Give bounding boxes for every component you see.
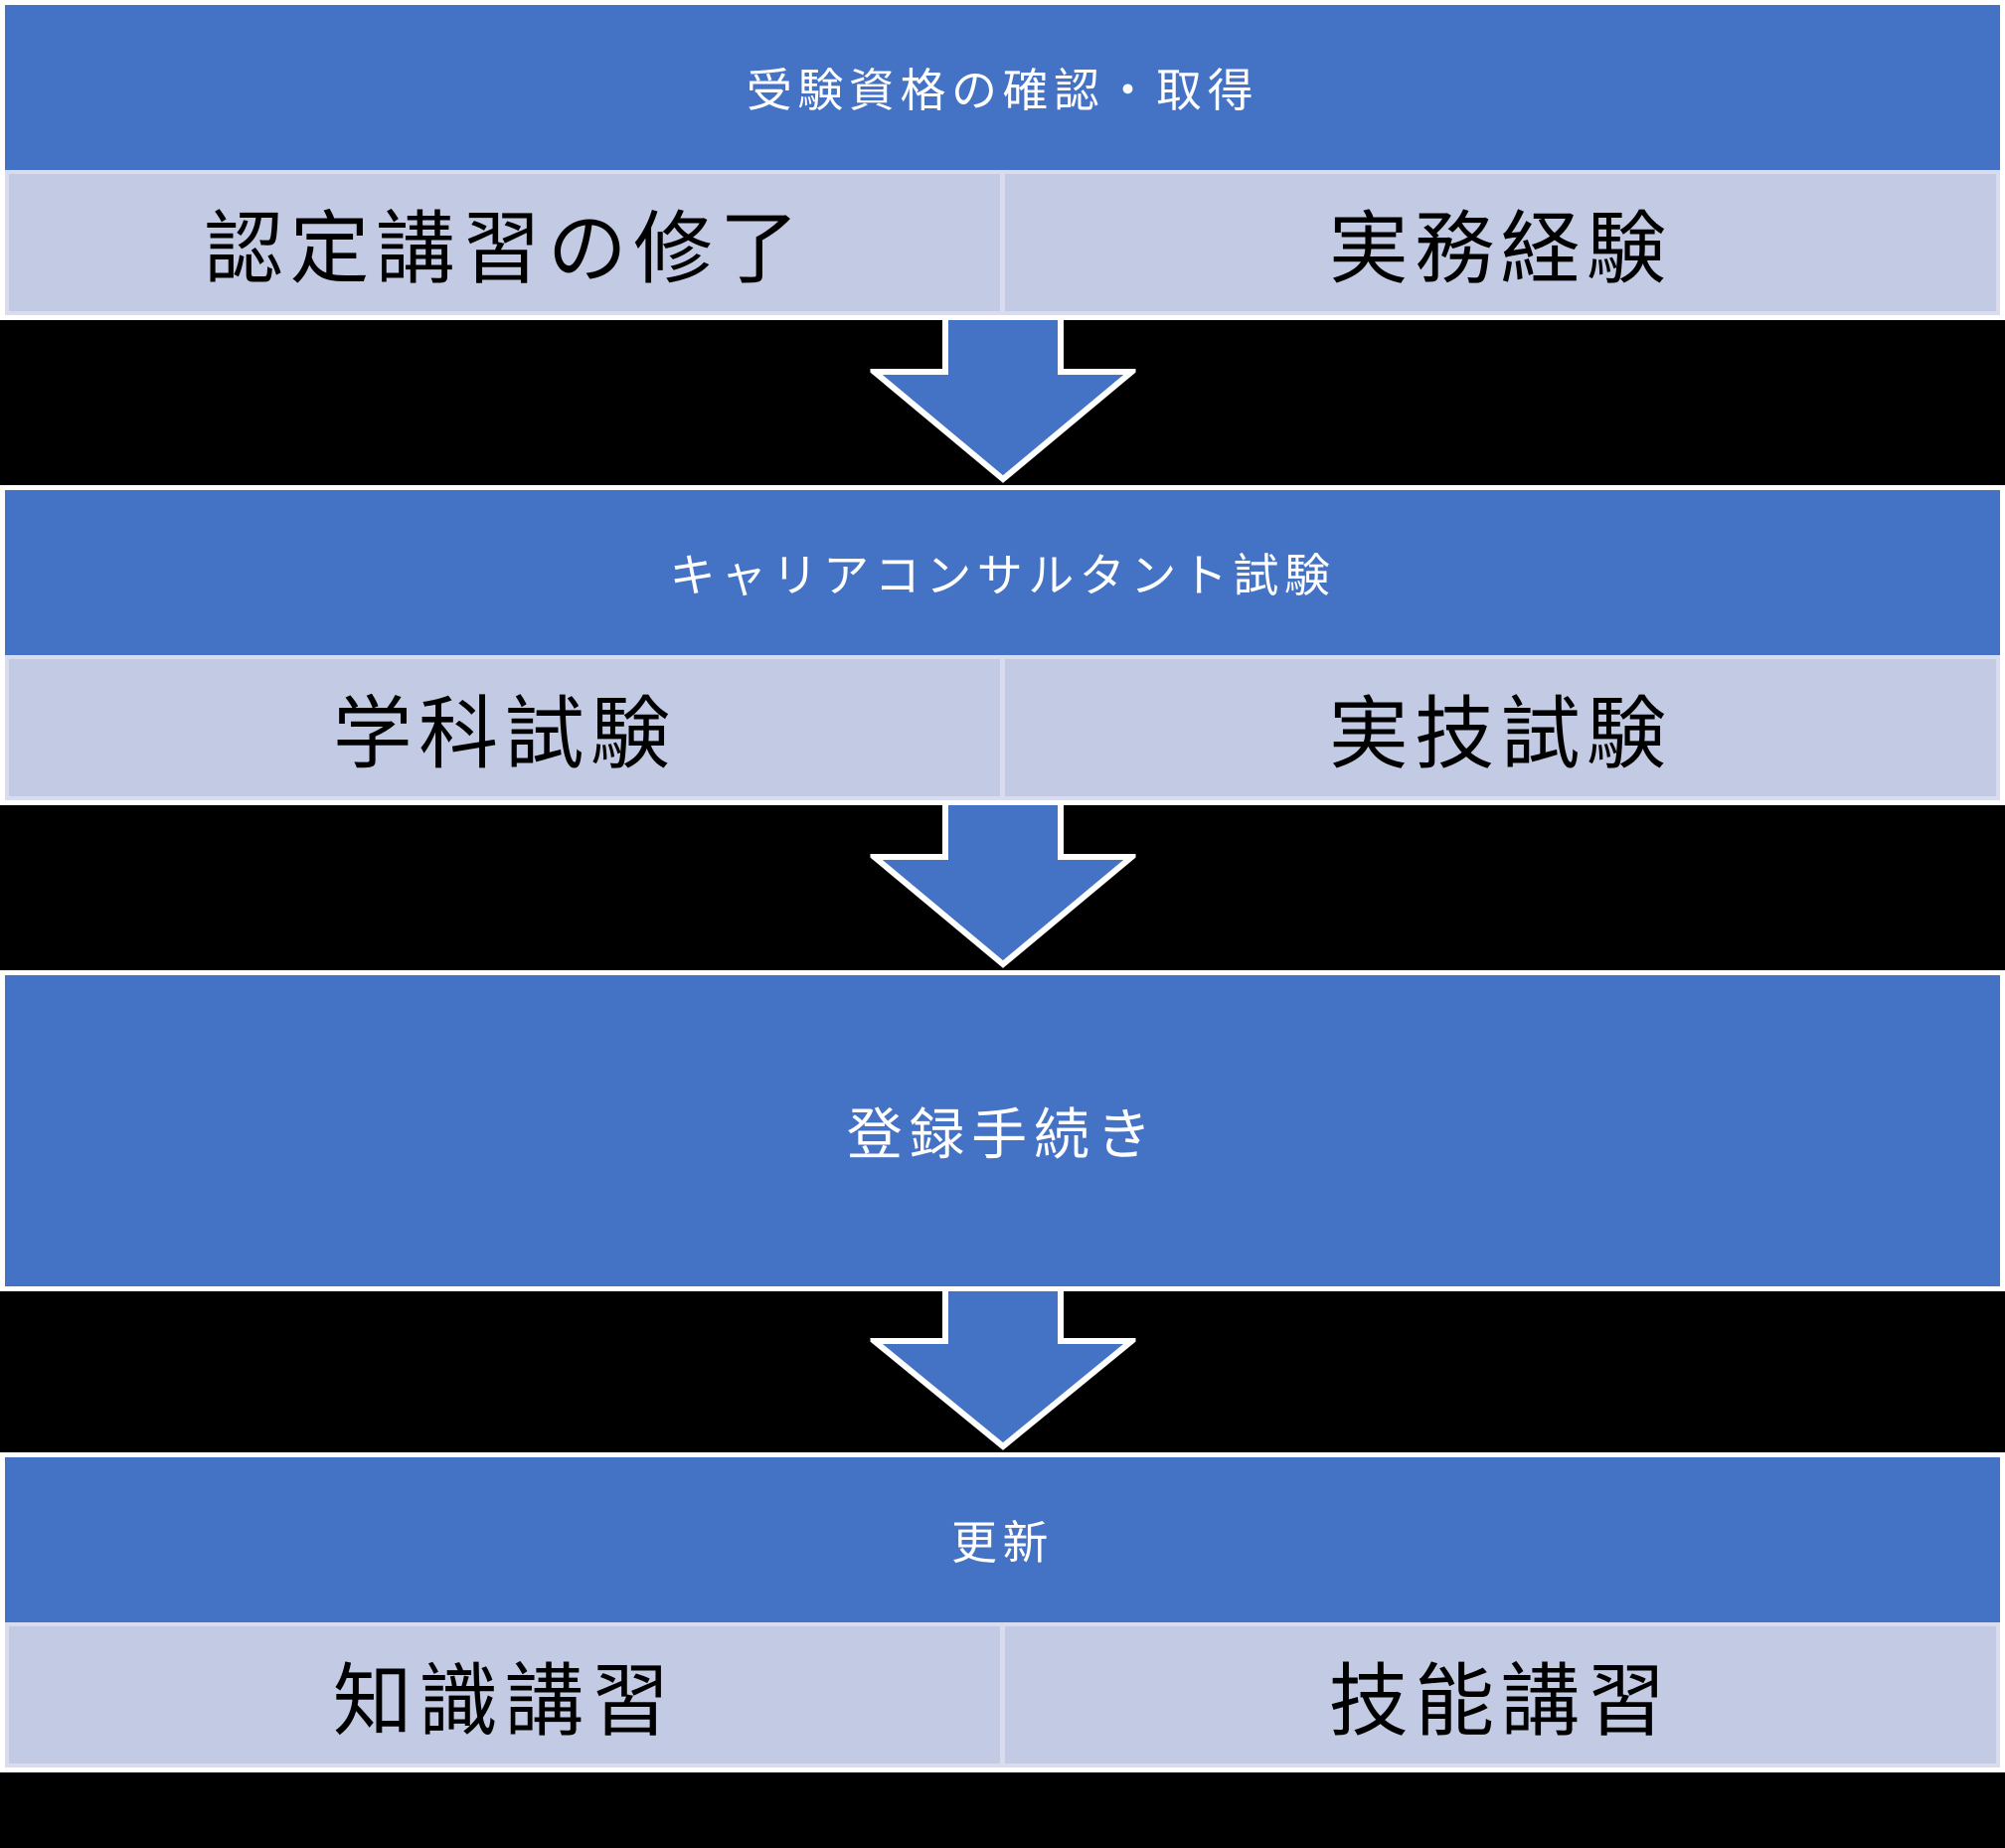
stage-renewal: 更新 知識講習 技能講習	[0, 1452, 2005, 1772]
stage-registration: 登録手続き	[0, 970, 2005, 1291]
down-arrow-icon	[870, 805, 1135, 968]
cell-skill-training: 技能講習	[1005, 1626, 1996, 1764]
cell-practical-exam: 実技試験	[1005, 659, 1996, 796]
stage-exam-eligibility-header: 受験資格の確認・取得	[5, 5, 2000, 170]
stage-renewal-title: 更新	[950, 1517, 1055, 1569]
cell-skill-training-label: 技能講習	[1328, 1657, 1673, 1746]
arrow-gap-1	[0, 320, 2005, 485]
stage-exam-eligibility: 受験資格の確認・取得 認定講習の修了 実務経験	[0, 0, 2005, 320]
stage-registration-title: 登録手続き	[846, 1103, 1159, 1166]
stage-consultant-exam-cells: 学科試験 実技試験	[5, 655, 2000, 800]
cell-practical-exam-label: 実技試験	[1328, 690, 1673, 778]
stage-consultant-exam-title: キャリアコンサルタント試験	[669, 550, 1336, 601]
stage-exam-eligibility-cells: 認定講習の修了 実務経験	[5, 170, 2000, 315]
stage-renewal-cells: 知識講習 技能講習	[5, 1622, 2000, 1767]
cell-certified-training-label: 認定講習の修了	[204, 205, 805, 293]
cell-knowledge-training: 知識講習	[9, 1626, 1000, 1764]
stage-consultant-exam-header: キャリアコンサルタント試験	[5, 490, 2000, 655]
down-arrow-icon	[870, 320, 1135, 483]
cell-written-exam: 学科試験	[9, 659, 1000, 796]
cell-work-experience-label: 実務経験	[1328, 205, 1673, 293]
cell-written-exam-label: 学科試験	[332, 690, 677, 778]
stage-renewal-header: 更新	[5, 1457, 2000, 1622]
cell-knowledge-training-label: 知識講習	[332, 1657, 677, 1746]
cell-certified-training: 認定講習の修了	[9, 174, 1000, 311]
arrow-gap-2	[0, 805, 2005, 970]
down-arrow-icon	[870, 1291, 1135, 1450]
cell-work-experience: 実務経験	[1005, 174, 1996, 311]
arrow-gap-3	[0, 1291, 2005, 1452]
stage-exam-eligibility-title: 受験資格の確認・取得	[746, 65, 1259, 116]
stage-consultant-exam: キャリアコンサルタント試験 学科試験 実技試験	[0, 485, 2005, 805]
